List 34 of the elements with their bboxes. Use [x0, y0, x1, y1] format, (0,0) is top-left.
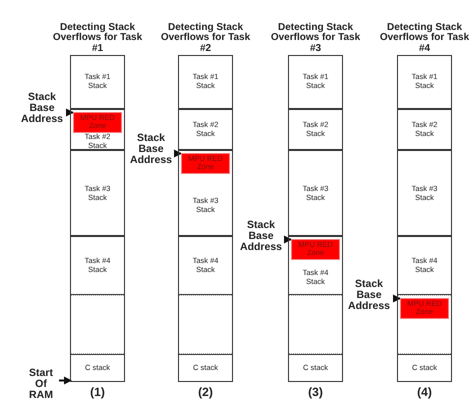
pointer-label: Stack Base Address	[16, 92, 68, 125]
stack-region	[398, 236, 451, 294]
arrow	[393, 294, 401, 302]
column-heading: Detecting Stack Overflows for Task #2	[160, 22, 250, 54]
figure-number: (3)	[308, 385, 323, 399]
stack-region	[289, 108, 342, 150]
arrow	[284, 236, 292, 244]
stack-region	[71, 108, 124, 150]
stack-region	[398, 108, 451, 150]
pointer-label: Start Of RAM	[24, 368, 58, 401]
stack-region	[71, 236, 124, 294]
column-heading: Detecting Stack Overflows for Task #4	[380, 22, 470, 54]
stack-region	[289, 236, 342, 294]
column-heading: Detecting Stack Overflows for Task #1	[52, 22, 142, 54]
figure-number: (1)	[90, 385, 105, 399]
free-memory-region	[179, 294, 232, 354]
figure-number: (4)	[417, 385, 432, 399]
column-heading: Detecting Stack Overflows for Task #3	[270, 22, 360, 54]
pointer-label: Stack Base Address	[126, 133, 176, 166]
free-memory-region	[398, 294, 451, 354]
arrow	[66, 108, 74, 116]
arrow	[174, 150, 182, 158]
stack-region	[179, 236, 232, 294]
free-memory-region	[71, 294, 124, 354]
figure-number: (2)	[198, 385, 213, 399]
stack-region	[179, 150, 232, 236]
stack-region	[289, 150, 342, 236]
pointer-label: Stack Base Address	[344, 279, 394, 312]
stack-region	[71, 150, 124, 236]
stack-region	[179, 108, 232, 150]
stack-region	[398, 150, 451, 236]
pointer-label: Stack Base Address	[236, 220, 286, 253]
free-memory-region	[289, 294, 342, 354]
arrow	[59, 376, 72, 384]
